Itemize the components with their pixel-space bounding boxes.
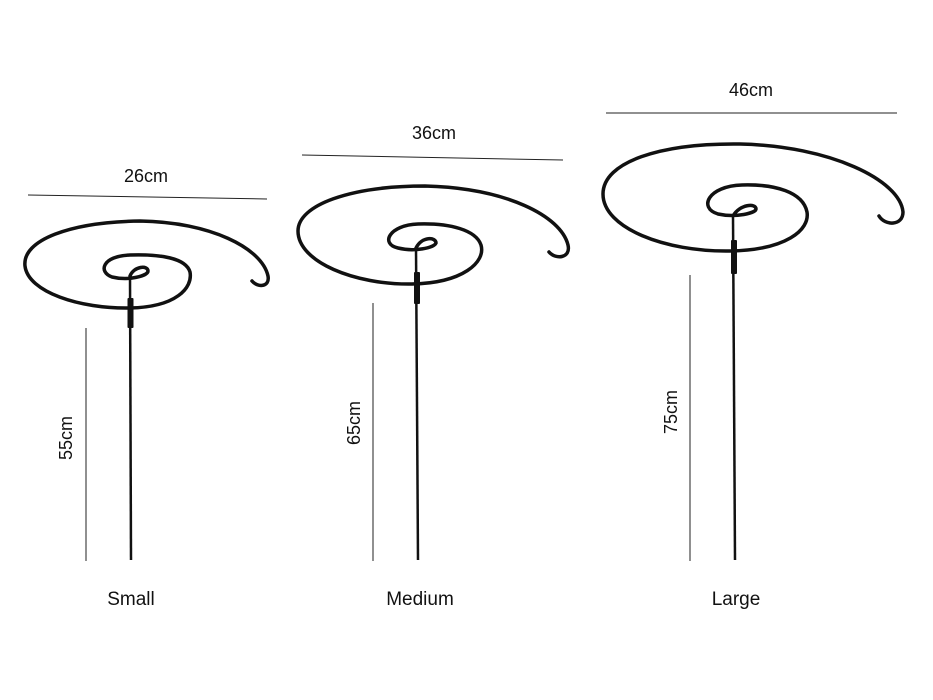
small-height-label: 55cm: [56, 416, 76, 460]
large-width-label: 46cm: [729, 80, 773, 100]
medium-plant-support: 36cm 65cm Medium: [296, 123, 571, 610]
small-spiral-icon: [23, 219, 270, 310]
medium-width-label: 36cm: [412, 123, 456, 143]
large-plant-support: 46cm 75cm Large: [601, 80, 905, 610]
small-stake-sleeve: [127, 298, 134, 328]
medium-width-dimension-line: [301, 154, 564, 161]
medium-spiral-icon: [296, 184, 571, 286]
large-spiral-icon: [601, 142, 905, 253]
small-width-label: 26cm: [124, 166, 168, 186]
large-size-label: Large: [712, 589, 761, 610]
small-size-label: Small: [107, 589, 155, 610]
large-stake-sleeve: [731, 240, 737, 274]
medium-height-label: 65cm: [344, 401, 364, 445]
medium-stake-sleeve: [414, 272, 420, 304]
small-plant-support: 26cm 55cm Small: [23, 166, 270, 610]
medium-size-label: Medium: [386, 589, 454, 610]
large-height-label: 75cm: [661, 390, 681, 434]
small-width-dimension-line: [27, 194, 268, 200]
